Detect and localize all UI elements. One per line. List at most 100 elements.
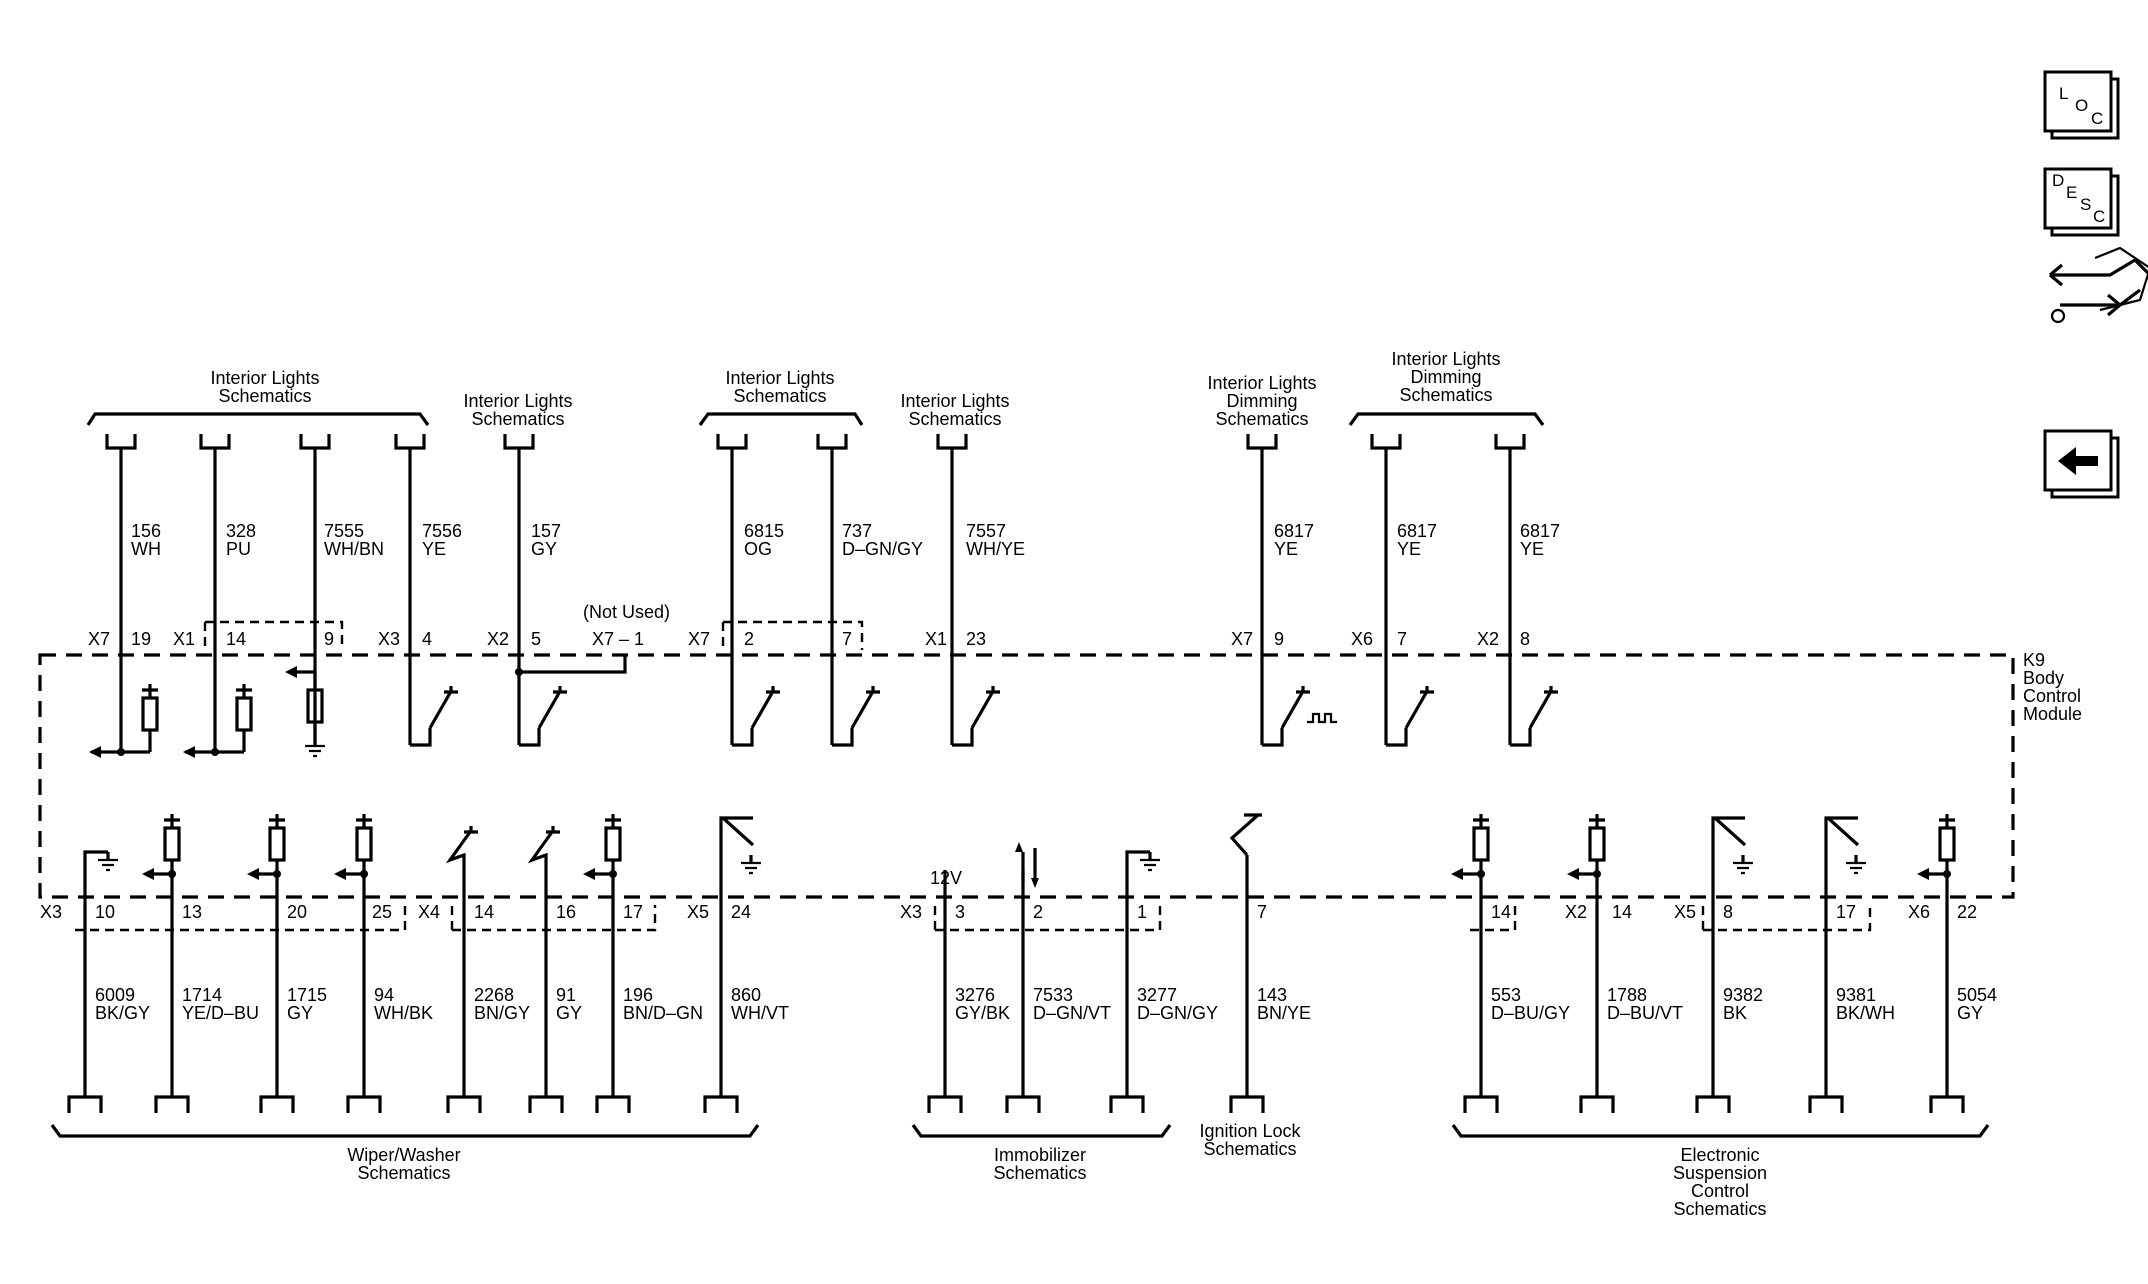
bottom-circuit: 7533	[1033, 985, 1073, 1005]
not-used-label: (Not Used)	[583, 602, 670, 622]
svg-text:Schematics: Schematics	[1215, 409, 1308, 429]
switch-contact	[719, 816, 753, 870]
top-color: D–GN/GY	[842, 539, 923, 559]
svg-text:X2: X2	[1565, 902, 1587, 922]
desc-button[interactable]: D E S C	[2043, 167, 2120, 237]
svg-text:X6: X6	[1351, 629, 1373, 649]
top-header-1[interactable]: Interior Lights Schematics	[86, 368, 430, 426]
switch-contact	[1544, 686, 1558, 694]
top-color: YE	[422, 539, 446, 559]
bottom-color: BK/GY	[95, 1003, 150, 1023]
svg-text:3: 3	[955, 902, 965, 922]
bottom-color: YE/D–BU	[182, 1003, 259, 1023]
resistor	[269, 814, 285, 822]
switch-contact	[410, 728, 432, 747]
switch-contact	[832, 728, 854, 747]
top-circuit: 6817	[1274, 521, 1314, 541]
svg-text:10: 10	[95, 902, 115, 922]
top-header-5[interactable]: Interior Lights Dimming Schematics	[1207, 373, 1316, 429]
svg-text:X7: X7	[1231, 629, 1253, 649]
top-header-4[interactable]: Interior Lights Schematics	[900, 391, 1009, 429]
input-arrow	[285, 666, 297, 678]
switch-contact	[986, 686, 1000, 694]
svg-text:X2: X2	[1477, 629, 1499, 649]
not-used-link	[519, 655, 627, 674]
svg-text:Immobilizer: Immobilizer	[994, 1145, 1086, 1165]
top-circuit: 737	[842, 521, 872, 541]
svg-text:X4: X4	[418, 902, 440, 922]
svg-text:L: L	[2059, 84, 2068, 103]
input-arrow	[89, 746, 101, 758]
top-color: YE	[1274, 539, 1298, 559]
svg-text:Interior Lights: Interior Lights	[1391, 349, 1500, 369]
top-color: WH/YE	[966, 539, 1025, 559]
ground-icon	[741, 861, 761, 875]
bottom-circuit: 1715	[287, 985, 327, 1005]
connector-terminal	[927, 1095, 963, 1113]
input-arrow	[183, 746, 195, 758]
connector-group	[205, 620, 344, 650]
svg-text:Control: Control	[1691, 1181, 1749, 1201]
connector-group	[721, 620, 864, 650]
svg-text:Interior Lights: Interior Lights	[1207, 373, 1316, 393]
connector-terminal	[154, 1095, 190, 1113]
svg-text:O: O	[2075, 96, 2088, 115]
switch-contact	[1229, 813, 1262, 857]
ground-link	[83, 850, 108, 870]
svg-text:Electronic: Electronic	[1680, 1145, 1759, 1165]
top-header-3[interactable]: Interior Lights Schematics	[698, 368, 864, 426]
switch-contact	[1296, 686, 1310, 694]
bottom-circuit: 94	[374, 985, 394, 1005]
connector-terminal	[105, 434, 137, 450]
svg-text:Ignition Lock: Ignition Lock	[1199, 1121, 1301, 1141]
switch-contact	[721, 816, 755, 847]
bottom-color: D–BU/GY	[1491, 1003, 1570, 1023]
svg-text:X7: X7	[88, 629, 110, 649]
connector-group	[1701, 905, 1872, 932]
bottom-circuit: 196	[623, 985, 653, 1005]
top-circuit: 6815	[744, 521, 784, 541]
top-color: YE	[1397, 539, 1421, 559]
connector-view-icon[interactable]	[2048, 246, 2148, 324]
top-header-2[interactable]: Interior Lights Schematics	[463, 391, 572, 429]
connector-terminal	[716, 434, 748, 450]
input-arrow	[1917, 868, 1929, 880]
resistor	[1588, 826, 1606, 862]
junction	[609, 870, 617, 878]
footer-electronic-suspension[interactable]: Electronic Suspension Control Schematics	[1451, 1124, 1990, 1219]
top-header-6[interactable]: Interior Lights Dimming Schematics	[1348, 349, 1545, 426]
top-circuit: 157	[531, 521, 561, 541]
svg-text:X3: X3	[40, 902, 62, 922]
bottom-color: BN/YE	[1257, 1003, 1311, 1023]
loc-button[interactable]: L O C	[2043, 70, 2120, 140]
svg-text:Interior Lights: Interior Lights	[900, 391, 1009, 411]
svg-text:24: 24	[731, 902, 751, 922]
resistor	[164, 814, 180, 822]
footer-wiper-washer[interactable]: Wiper/Washer Schematics	[50, 1124, 760, 1183]
svg-text:Schematics: Schematics	[1399, 385, 1492, 405]
connector-terminal	[446, 1095, 482, 1113]
arrow-left-icon	[2058, 447, 2098, 475]
svg-text:1: 1	[1137, 902, 1147, 922]
ground-icon	[1733, 861, 1753, 875]
svg-text:7: 7	[842, 629, 852, 649]
svg-text:20: 20	[287, 902, 307, 922]
connector-terminal	[299, 434, 331, 450]
top-color: WH/BN	[324, 539, 384, 559]
resistor	[356, 814, 372, 822]
switch-contact	[732, 728, 754, 747]
footer-immobilizer[interactable]: Immobilizer Schematics	[911, 1124, 1172, 1183]
svg-text:Schematics: Schematics	[733, 386, 826, 406]
connector-terminal	[1494, 434, 1526, 450]
footer-ignition-lock[interactable]: Ignition Lock Schematics	[1199, 1121, 1301, 1159]
connector-terminal	[1370, 434, 1402, 450]
svg-text:17: 17	[1836, 902, 1856, 922]
svg-text:X5: X5	[687, 902, 709, 922]
junction	[273, 870, 281, 878]
resistor	[142, 684, 158, 692]
svg-text:8: 8	[1723, 902, 1733, 922]
svg-text:23: 23	[966, 629, 986, 649]
svg-text:Schematics: Schematics	[218, 386, 311, 406]
back-button[interactable]	[2043, 429, 2120, 499]
svg-text:17: 17	[623, 902, 643, 922]
